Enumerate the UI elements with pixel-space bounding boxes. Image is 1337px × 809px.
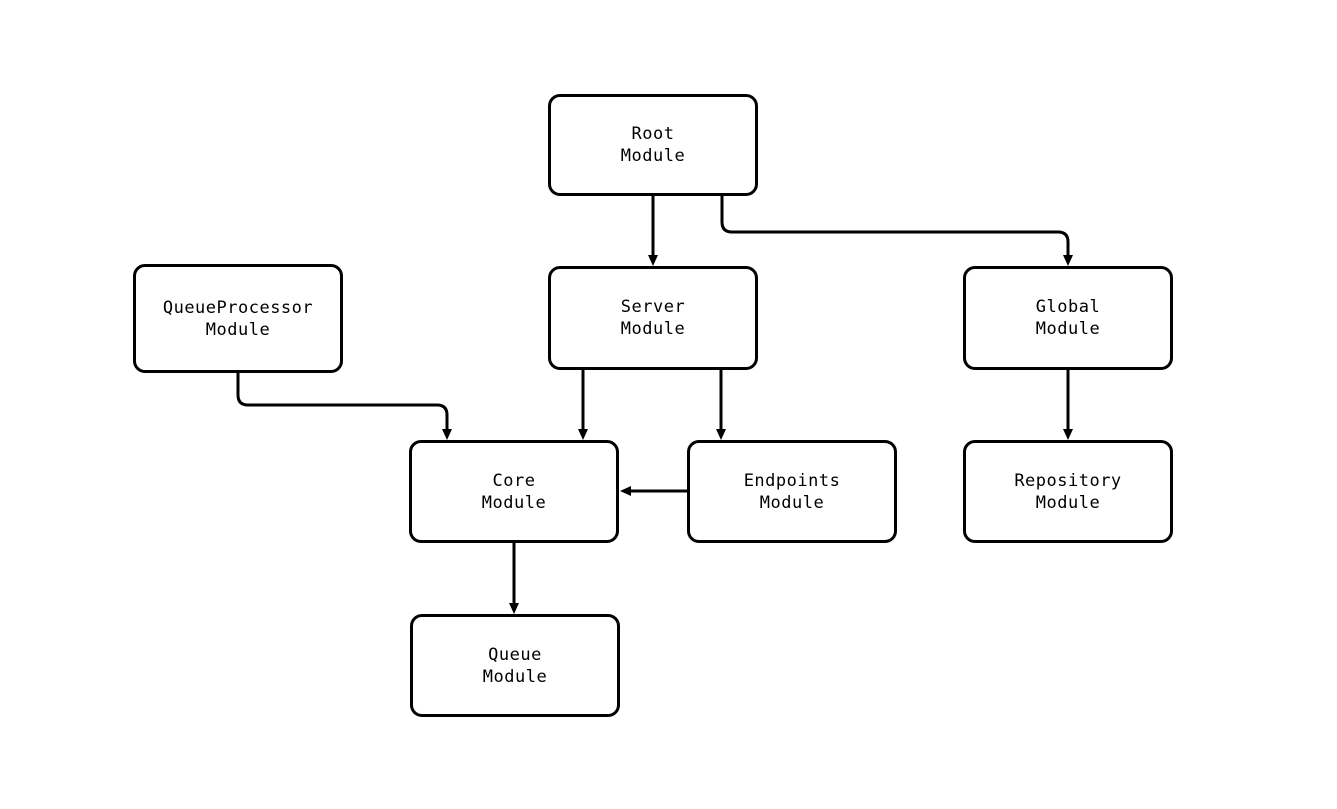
node-label-name: Server xyxy=(620,297,686,317)
node-label-suffix: Module xyxy=(620,146,686,166)
node-label-name: QueueProcessor xyxy=(162,297,314,318)
node-label-name: Queue xyxy=(488,644,542,665)
edge-root-to-global xyxy=(720,196,1073,266)
node-label-suffix: Module xyxy=(1035,319,1101,339)
node-label-name: Core xyxy=(492,470,536,491)
node-label-name: Endpoints xyxy=(743,470,841,491)
node-label-suffix: Module xyxy=(482,666,548,687)
node-label-suffix: Module xyxy=(205,319,271,340)
node-label-name: Root xyxy=(631,124,675,144)
node-label-suffix: Module xyxy=(620,319,686,339)
edge-queueprocessor-to-core xyxy=(236,373,452,440)
node-label-suffix: Module xyxy=(1035,492,1101,513)
node-label-name: Global xyxy=(1035,297,1101,317)
node-label-name: Repository xyxy=(1014,470,1122,491)
node-label-suffix: Module xyxy=(759,492,825,513)
edges-group xyxy=(236,196,1073,614)
node-label-suffix: Module xyxy=(481,492,547,513)
